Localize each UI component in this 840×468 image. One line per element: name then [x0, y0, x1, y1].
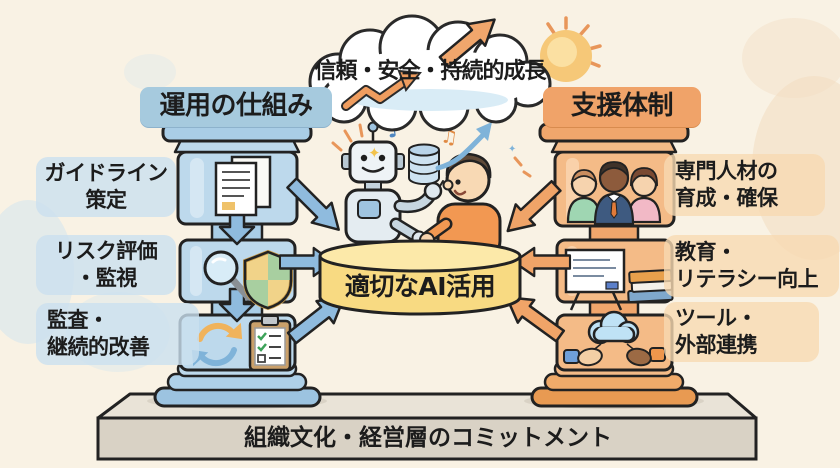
center-platform-label: 適切なAI活用	[344, 272, 496, 301]
books-icon	[627, 268, 674, 304]
left-pillar-header: 運用の仕組み	[140, 87, 332, 127]
ai-platform-cylinder	[318, 239, 522, 316]
sparkle-icon: ✦	[508, 144, 516, 155]
right-pillar-header: 支援体制	[543, 87, 701, 127]
document-icon	[214, 155, 272, 217]
left-pillar	[153, 122, 322, 408]
left-label-audit: 監査・ 継続的改善	[36, 303, 199, 365]
sparkle-icon: ✦	[368, 144, 381, 162]
checklist-icon	[248, 315, 292, 372]
foundation-label: 組織文化・経営層のコミットメント	[244, 425, 612, 452]
sun-icon	[540, 16, 602, 82]
right-label-tools: ツール・ 外部連携	[664, 302, 819, 362]
left-label-guidelines: ガイドライン 策定	[36, 157, 176, 217]
right-label-talent: 専門人材の 育成・確保	[664, 154, 825, 216]
spark-lines	[331, 123, 532, 178]
cloud-network-icon	[587, 310, 640, 353]
people-icon	[566, 161, 662, 226]
whiteboard-icon	[564, 248, 626, 311]
zigzag-arrow-icon	[341, 69, 422, 111]
handshake-hands-icon	[563, 347, 666, 367]
magnifier-icon	[203, 250, 252, 301]
growth-swoosh-icon	[435, 122, 492, 171]
cloud-label: 信頼・安全・持続的成長	[314, 58, 546, 84]
right-label-education: 教育・ リテラシー向上	[664, 235, 839, 297]
database-icon	[408, 143, 440, 185]
left-label-risk: リスク評価 ・監視	[36, 235, 176, 295]
celebration-decorations: ♪ ♫ ✦ ✦	[331, 114, 532, 185]
